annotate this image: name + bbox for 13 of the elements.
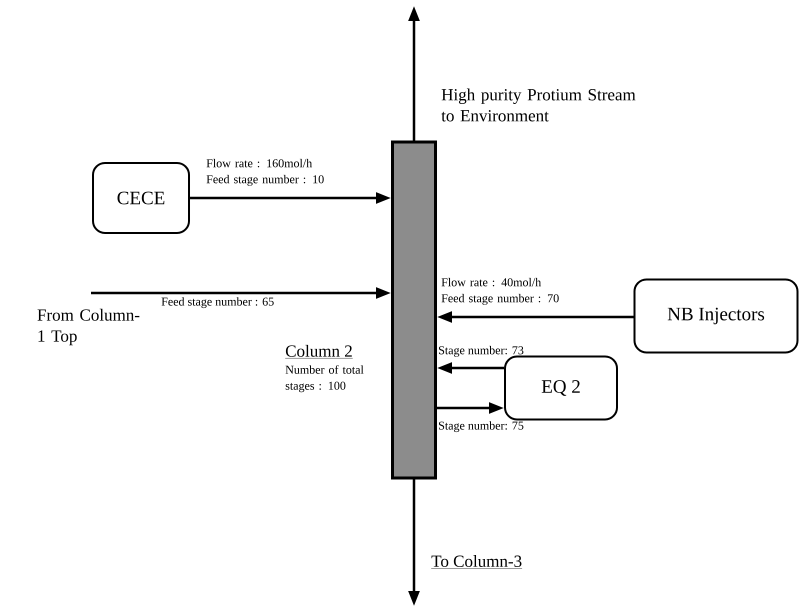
edge-label: Stage number: 73 [439, 346, 524, 357]
stream-label: From Column-1 Top [38, 308, 140, 346]
process-box: CECE [92, 162, 190, 234]
edge-label: High purity Protium Stream to Environment [441, 88, 636, 122]
edge-label: Stage number: 75 [439, 421, 524, 432]
column-heading: Column 2 [285, 344, 353, 358]
edge-label: To Column-3 [431, 555, 522, 569]
column-note: Number of total stages : 100 [286, 365, 364, 392]
edge-label: Flow rate : 160mol/h Feed stage number : 10 [206, 158, 324, 186]
edge-label: Flow rate : 40mol/h Feed stage number : 70 [442, 278, 559, 305]
edge-label: Feed stage number : 65 [162, 297, 274, 308]
process-box: NB Injectors [634, 278, 798, 354]
process-box: EQ 2 [504, 356, 618, 420]
